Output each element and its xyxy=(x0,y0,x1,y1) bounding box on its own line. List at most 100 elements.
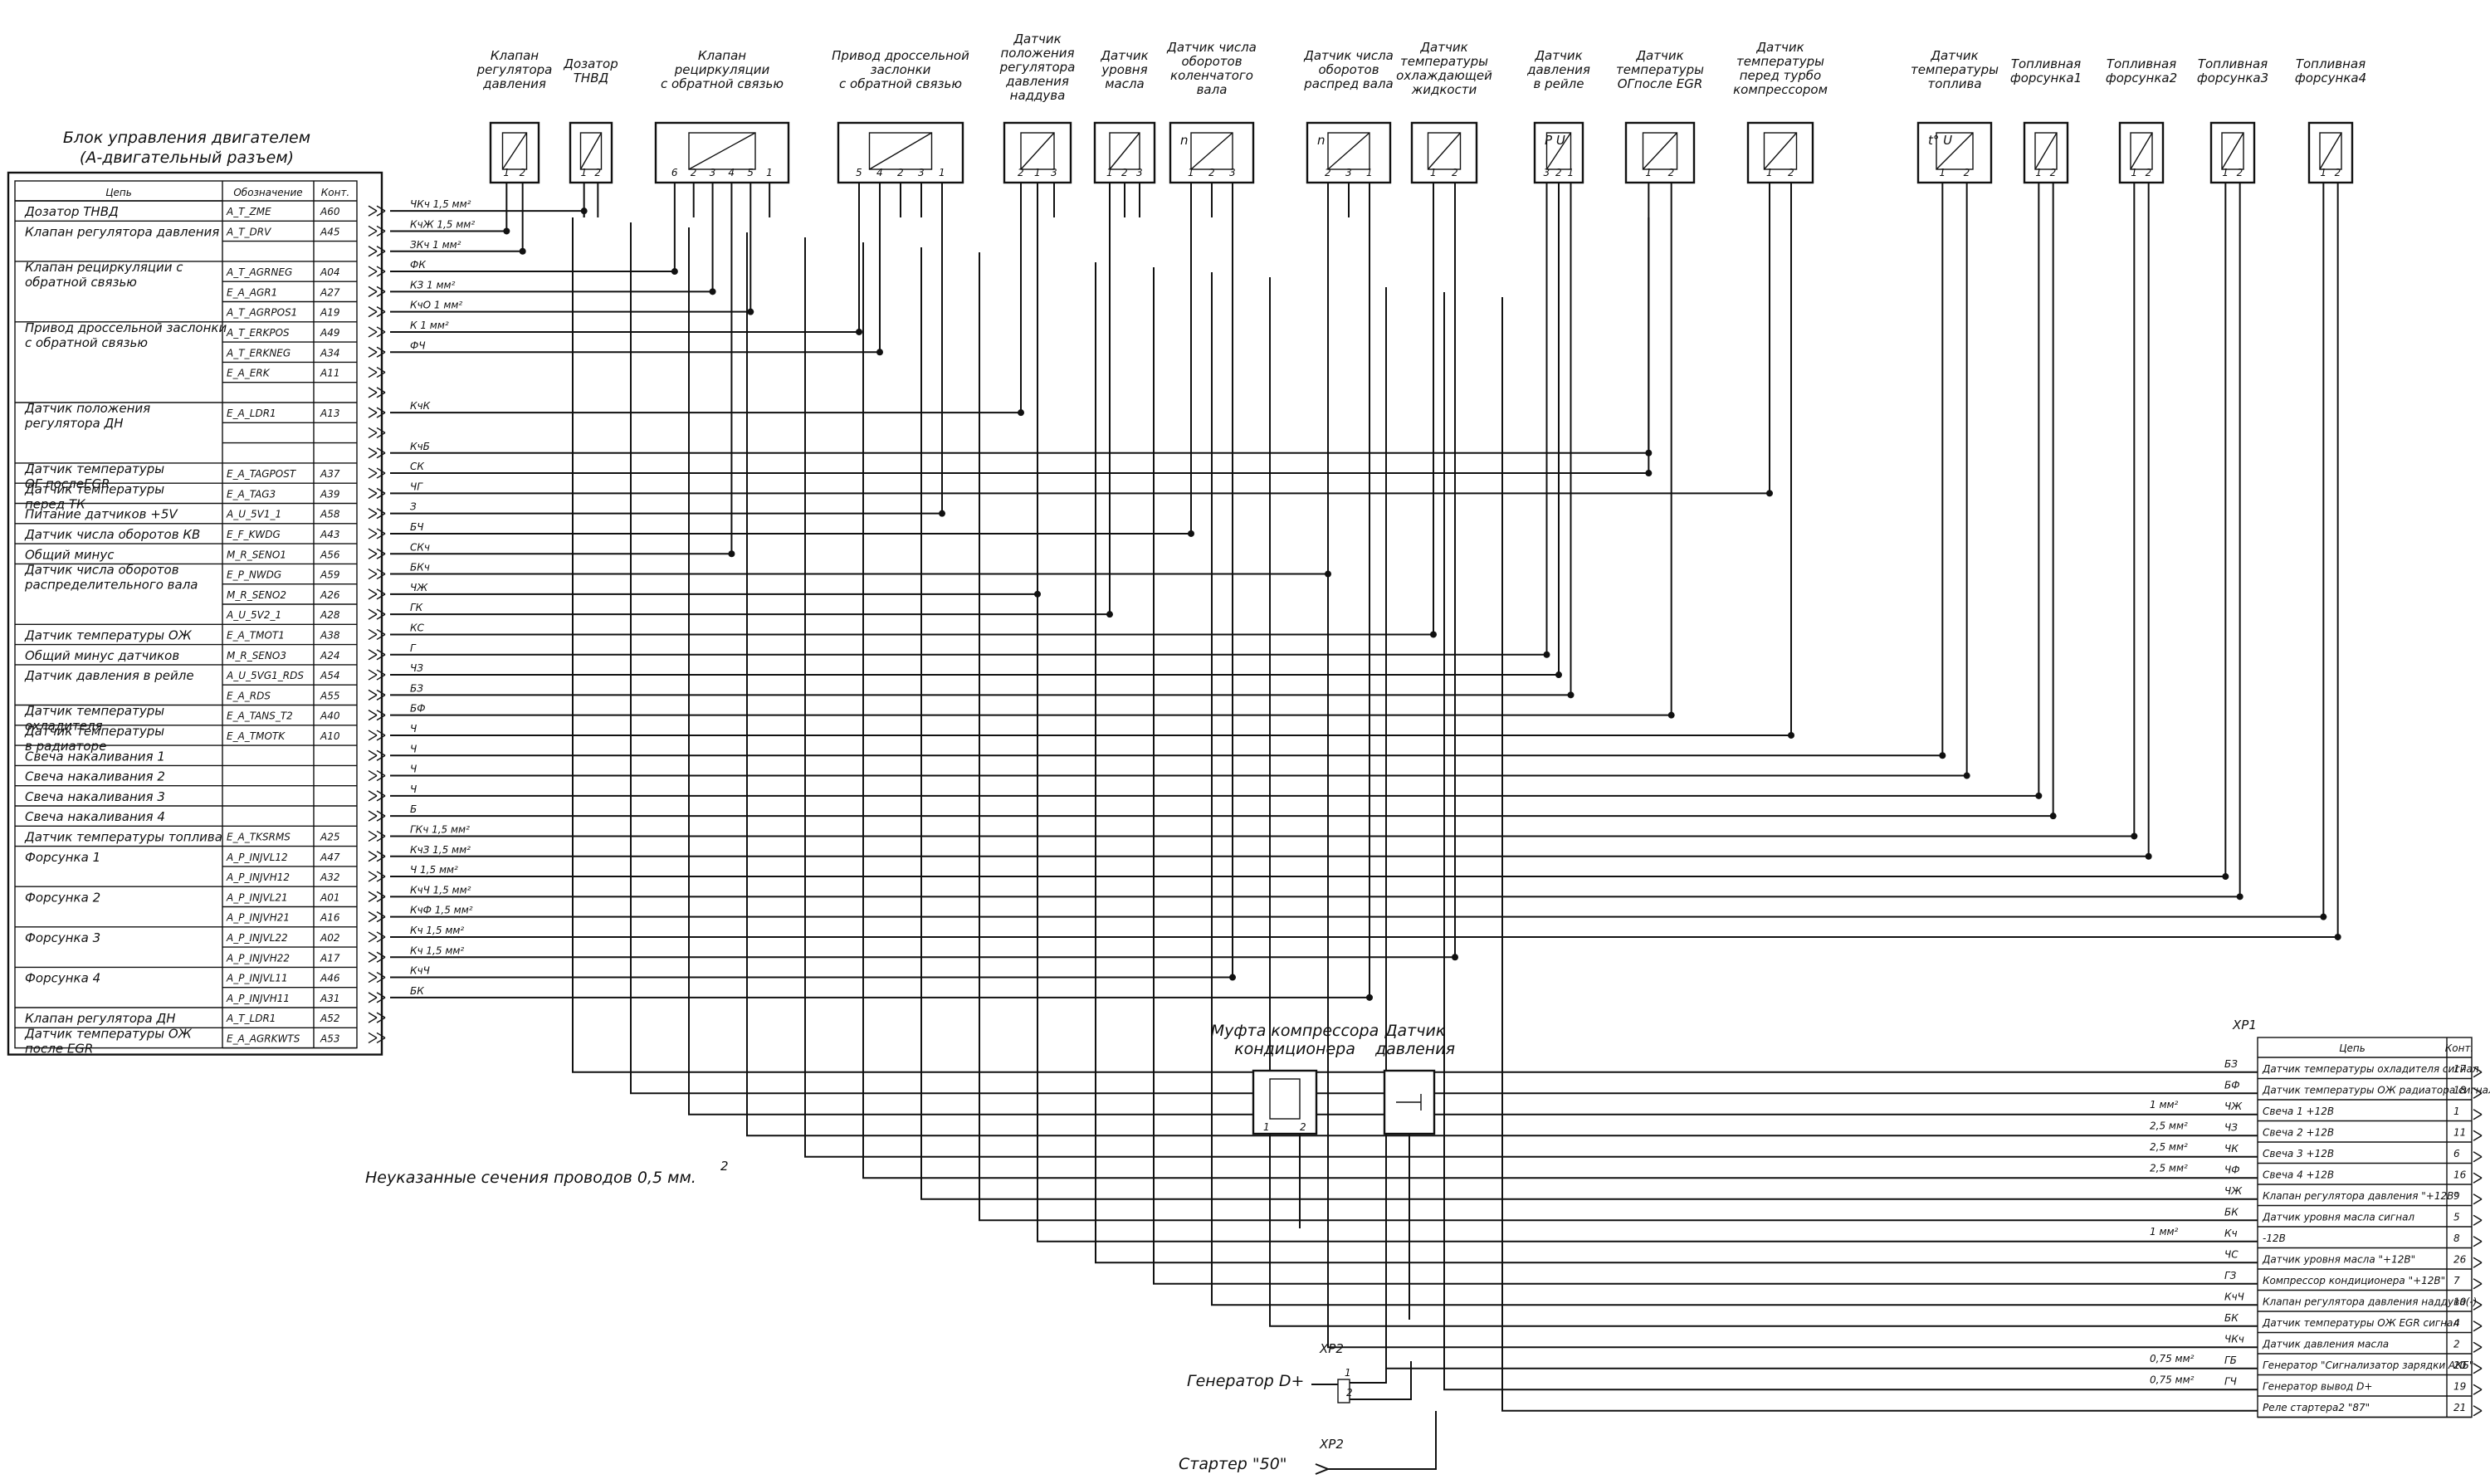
pin-number: 2 xyxy=(1018,167,1024,178)
ecu-pin-arrow xyxy=(368,467,386,479)
element-icon xyxy=(579,132,603,170)
junction-dot xyxy=(1788,731,1794,739)
ecu-row-name-cont: регулятора ДН xyxy=(24,416,124,431)
xp1-pin-arrow xyxy=(2473,1320,2483,1332)
arrow-stroke xyxy=(368,230,378,237)
arrow-stroke xyxy=(368,971,378,979)
ecu-row-name: Датчик температуры ОЖ xyxy=(24,1026,193,1041)
xp1-wire-section: 2,5 мм² xyxy=(2150,1162,2188,1174)
component-label: топлива xyxy=(1927,76,1981,91)
wire-color-label: ФК xyxy=(410,259,426,271)
xp1-row-pin: 18 xyxy=(2453,1084,2467,1096)
xp2-label-gen: XP2 xyxy=(1319,1341,1344,1356)
ecu-row-code: A_U_5V1_1 xyxy=(226,509,281,520)
pin-number: 2 xyxy=(2146,167,2152,178)
arrow-stroke xyxy=(368,830,378,837)
xp1-row-name: Генератор "Сигнализатор зарядки АКБ" xyxy=(2263,1360,2473,1371)
arrow-stroke xyxy=(2473,1236,2483,1242)
xp1-row-pin: 16 xyxy=(2453,1169,2467,1180)
arrow-stroke xyxy=(2473,1092,2483,1099)
component-label: ТНВД xyxy=(574,71,609,85)
arrow-stroke xyxy=(2473,1341,2483,1348)
arrow-stroke xyxy=(376,593,386,600)
ecu-frame xyxy=(7,171,383,1056)
arrow-stroke xyxy=(376,1037,386,1044)
component-label: Датчик xyxy=(1635,48,1683,63)
feeder-wire xyxy=(1501,297,2191,1412)
ecu-header-circuit: Цепь xyxy=(105,187,132,198)
ecu-pin-arrow xyxy=(368,911,386,923)
component-label: оборотов xyxy=(1181,54,1242,69)
arrow-stroke xyxy=(368,689,378,696)
wire-agr xyxy=(390,217,733,555)
arrow-stroke xyxy=(376,730,386,736)
pin-number: 2 xyxy=(1121,167,1128,178)
arrow-stroke xyxy=(368,246,378,252)
ecu-pin-arrow xyxy=(368,447,386,459)
arrow-stroke xyxy=(368,205,378,212)
arrow-stroke xyxy=(368,810,378,817)
arrow-stroke xyxy=(368,608,378,615)
arrow-stroke xyxy=(368,613,378,620)
arrow-stroke xyxy=(368,487,378,494)
arrow-stroke xyxy=(368,871,378,877)
wire-color-label: БЧ xyxy=(410,521,423,533)
wire-coolant xyxy=(390,217,1456,959)
pin-number: 1 xyxy=(766,167,773,178)
xp1-row-pin: 10 xyxy=(2453,1296,2467,1307)
arrow-stroke xyxy=(368,447,378,454)
pin-number: 3 xyxy=(1051,167,1057,178)
pin-number: 1 xyxy=(939,167,945,178)
arrow-stroke xyxy=(2473,1194,2483,1200)
element-icon xyxy=(1936,132,1974,170)
arrow-stroke xyxy=(2473,1320,2483,1327)
arrow-stroke xyxy=(376,452,386,459)
element-icon xyxy=(1763,132,1798,170)
element-icon xyxy=(1936,132,1974,170)
ecu-row-code: E_A_TANS_T2 xyxy=(227,710,293,722)
xp1-wire-color: ГЧ xyxy=(2224,1375,2237,1387)
xp1-wire-color: ЧКч xyxy=(2224,1333,2244,1345)
ecu-row-code: E_A_TMOT1 xyxy=(227,629,285,641)
arrow-stroke xyxy=(368,588,378,595)
arrow-stroke xyxy=(376,891,386,897)
arrow-stroke xyxy=(368,936,378,943)
xp1-row-pin: 19 xyxy=(2453,1380,2466,1392)
arrow-stroke xyxy=(368,931,378,938)
wire-inj4 xyxy=(390,217,2325,918)
component-label: Муфта компрессора xyxy=(1211,1022,1379,1040)
arrow-stroke xyxy=(376,956,386,963)
component-label: давления xyxy=(1374,1040,1455,1058)
xp1-row-name: Реле стартера2 "87" xyxy=(2263,1402,2370,1413)
arrow-stroke xyxy=(368,452,378,459)
ecu-row-pin: A60 xyxy=(320,206,340,217)
junction-dot xyxy=(1963,772,1970,779)
ecu-row-name-cont: с обратной связью xyxy=(25,335,148,350)
junction-dot xyxy=(1188,530,1194,537)
junction-dot xyxy=(2145,852,2152,860)
component-symbol: t° U xyxy=(1928,133,1952,148)
ecu-table-grid xyxy=(14,180,358,1049)
arrow-stroke xyxy=(376,931,386,938)
pin-number: 1 xyxy=(1568,167,1575,178)
xp1-pin-arrow xyxy=(2473,1214,2483,1226)
arrow-stroke xyxy=(376,608,386,615)
arrow-stroke xyxy=(368,891,378,897)
xp1-row-name: Датчик температуры ОЖ EGR сигнал xyxy=(2262,1317,2459,1329)
arrow-stroke xyxy=(368,326,378,333)
wire-color-label: Ч 1,5 мм² xyxy=(410,864,458,876)
ecu-row-code: A_P_INJVH12 xyxy=(226,871,290,883)
ecu-row-code: A_T_LDR1 xyxy=(226,1013,276,1024)
arrow-stroke xyxy=(368,976,378,984)
arrow-stroke xyxy=(2473,1151,2483,1158)
wire-color-label: Кч 1,5 мм² xyxy=(410,925,464,936)
pin-number: 1 xyxy=(2222,167,2229,178)
feeder-wire xyxy=(804,237,2191,1158)
pin-number: 3 xyxy=(918,167,925,178)
component-label: коленчатого xyxy=(1170,68,1253,83)
wire-color-label: ЧГ xyxy=(410,481,423,492)
component-label: заслонки xyxy=(871,62,931,77)
xp1-pin-arrow xyxy=(2473,1087,2483,1099)
wire-color-label: КчК xyxy=(410,400,431,412)
